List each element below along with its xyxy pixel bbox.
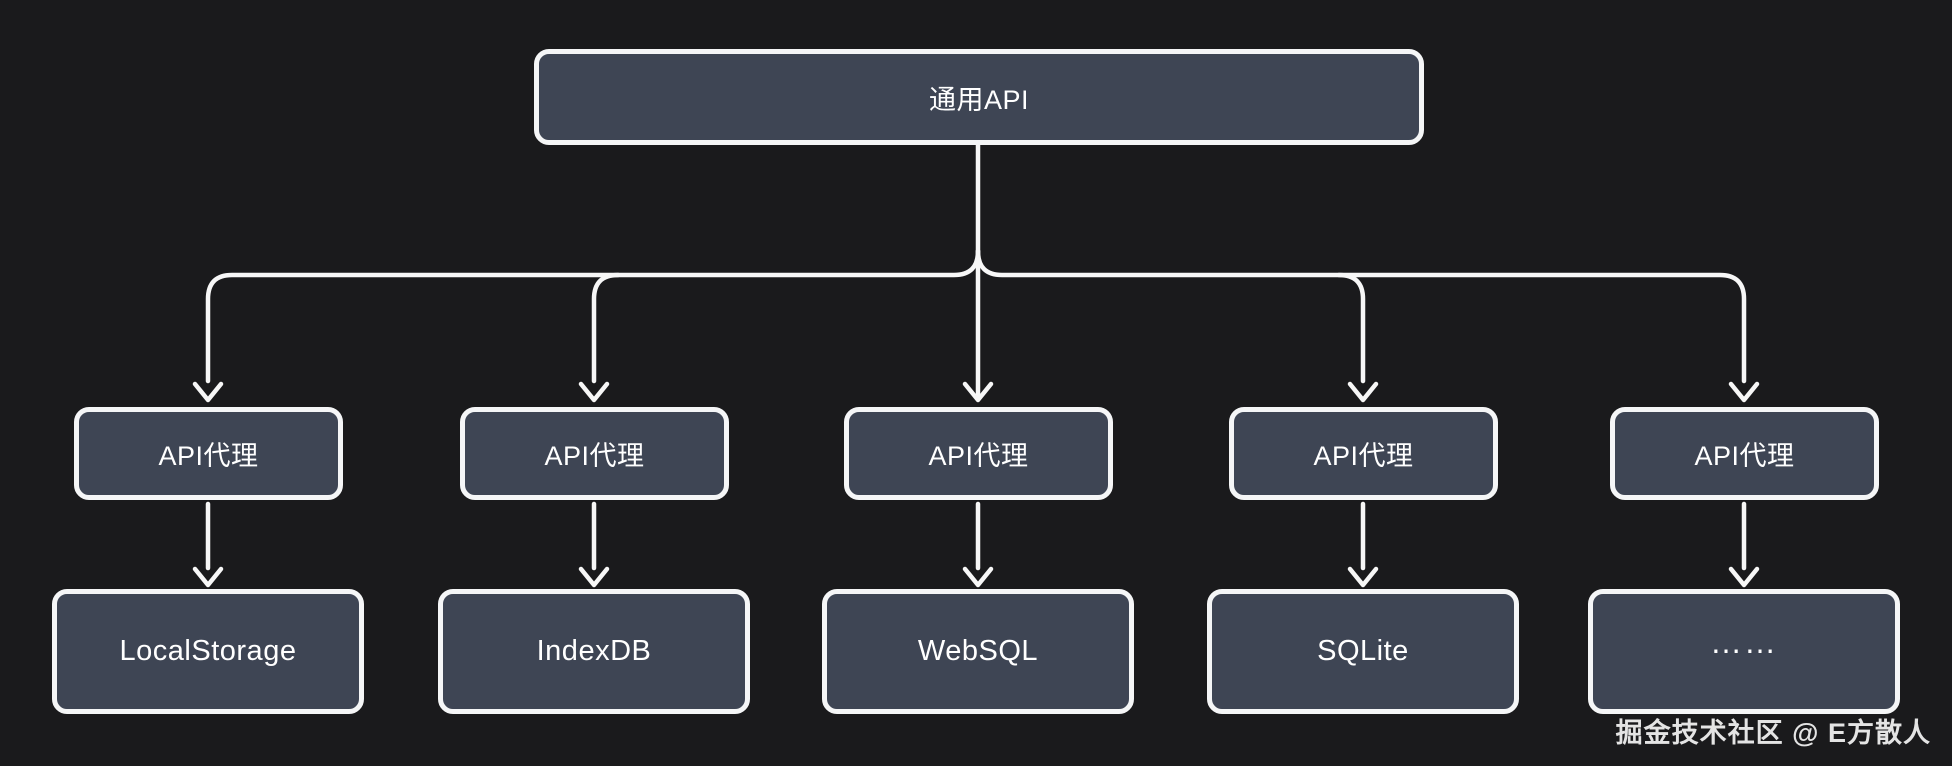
arrowhead-icon [578,566,610,588]
watermark: 掘金技术社区 @ E方散人 [1615,718,1931,748]
node-sqlite: SQLite [1207,589,1519,714]
node-general-api: 通用API [534,49,1424,145]
arrowhead-icon [962,381,994,403]
node-ellipsis: …… [1588,589,1900,714]
node-api-proxy-4: API代理 [1229,407,1498,500]
arrowhead-icon [1728,566,1760,588]
node-label: SQLite [1317,635,1409,667]
edge-root-col1 [205,248,981,384]
node-label: 通用API [928,84,1030,115]
arrowhead-icon [578,381,610,403]
node-label: …… [1710,624,1778,660]
node-label: WebSQL [917,635,1039,667]
node-api-proxy-2: API代理 [460,407,729,500]
node-label: API代理 [158,441,259,471]
arrowhead-icon [192,566,224,588]
edge-root-col4 [1336,272,1366,384]
node-label: API代理 [928,441,1029,471]
arrowhead-icon [1347,381,1379,403]
arrowhead-icon [192,381,224,403]
edge-root-col2 [591,272,621,384]
node-label: API代理 [1694,441,1795,471]
node-api-proxy-5: API代理 [1610,407,1879,500]
node-label: API代理 [1313,441,1414,471]
node-websql: WebSQL [822,589,1134,714]
node-label: LocalStorage [119,635,297,667]
arrowhead-icon [962,566,994,588]
arrowhead-icon [1347,566,1379,588]
node-localstorage: LocalStorage [52,589,364,714]
arrowhead-icon [1728,381,1760,403]
node-label: IndexDB [536,635,652,667]
node-api-proxy-1: API代理 [74,407,343,500]
edge-root-col5 [975,248,1747,384]
node-api-proxy-3: API代理 [844,407,1113,500]
node-label: API代理 [544,441,645,471]
node-indexdb: IndexDB [438,589,750,714]
